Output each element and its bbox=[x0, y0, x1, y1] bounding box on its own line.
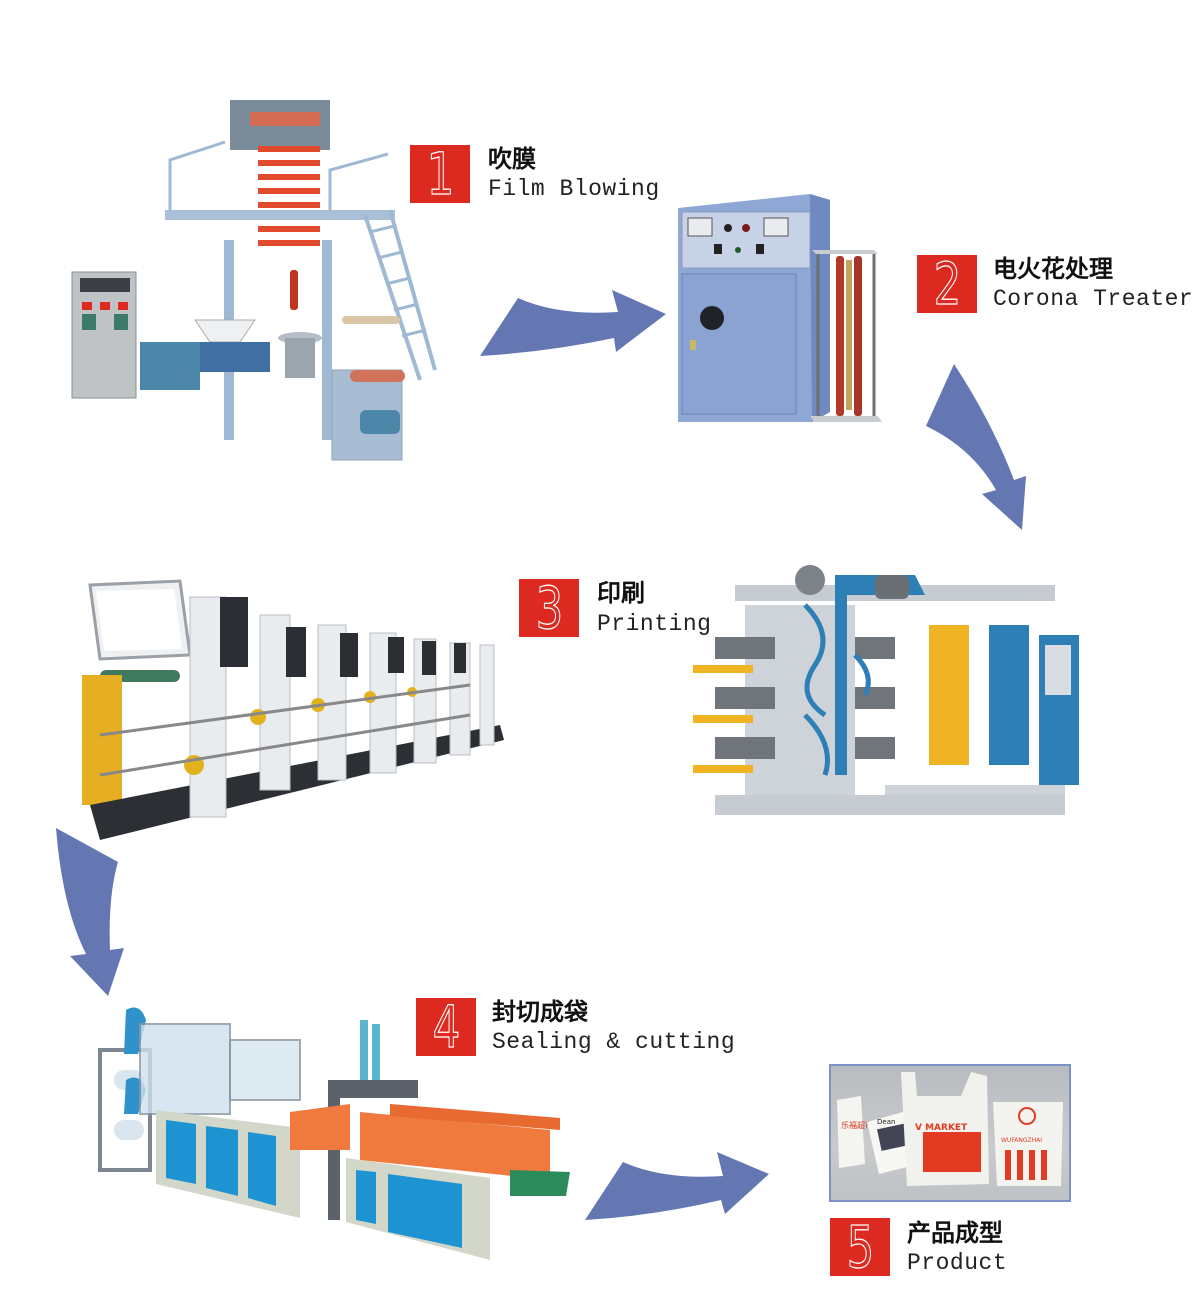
arrow-step1-to-step2-icon bbox=[480, 290, 666, 356]
gravure-printing-machine bbox=[82, 579, 504, 840]
product-bag-1-text: 乐福超市 bbox=[841, 1120, 873, 1130]
step-1-english-label: Film Blowing bbox=[488, 176, 660, 202]
film-blowing-machine bbox=[71, 100, 437, 461]
product-bag-4-text: WUFANGZHAI bbox=[1001, 1137, 1042, 1144]
arrow-step3-to-step4-icon bbox=[56, 828, 124, 996]
arrow-step2-to-step3-icon bbox=[926, 364, 1026, 530]
step-5-number-badge: 5 bbox=[830, 1217, 890, 1277]
step-3-chinese-label: 印刷 bbox=[597, 579, 645, 607]
step-2-number-badge: 2 bbox=[917, 254, 977, 314]
corona-treater bbox=[678, 194, 882, 422]
step-3-english-label: Printing bbox=[597, 611, 712, 637]
product-photo: 乐福超市 Dean V MARKET WUFANGZHAI bbox=[829, 1064, 1071, 1202]
step-3-number-badge: 3 bbox=[519, 578, 579, 638]
product-bag-3-text: V MARKET bbox=[915, 1123, 968, 1133]
step-4-chinese-label: 封切成袋 bbox=[492, 998, 588, 1026]
step-4-english-label: Sealing & cutting bbox=[492, 1029, 736, 1055]
bag-sealing-cutting-machine bbox=[98, 1007, 570, 1260]
step-2-chinese-label: 电火花处理 bbox=[993, 255, 1113, 283]
step-1-number-badge: 1 bbox=[410, 144, 470, 204]
step-1-chinese-label: 吹膜 bbox=[488, 145, 536, 173]
step-2-english-label: Corona Treater bbox=[993, 286, 1194, 312]
step-4-number-badge: 4 bbox=[416, 997, 476, 1057]
step-5-chinese-label: 产品成型 bbox=[907, 1219, 1003, 1247]
product-bag-2-text: Dean bbox=[877, 1118, 895, 1126]
step-5-english-label: Product bbox=[907, 1250, 1008, 1276]
flexographic-printing-machine bbox=[693, 565, 1079, 815]
arrow-step4-to-step5-icon bbox=[585, 1152, 769, 1220]
